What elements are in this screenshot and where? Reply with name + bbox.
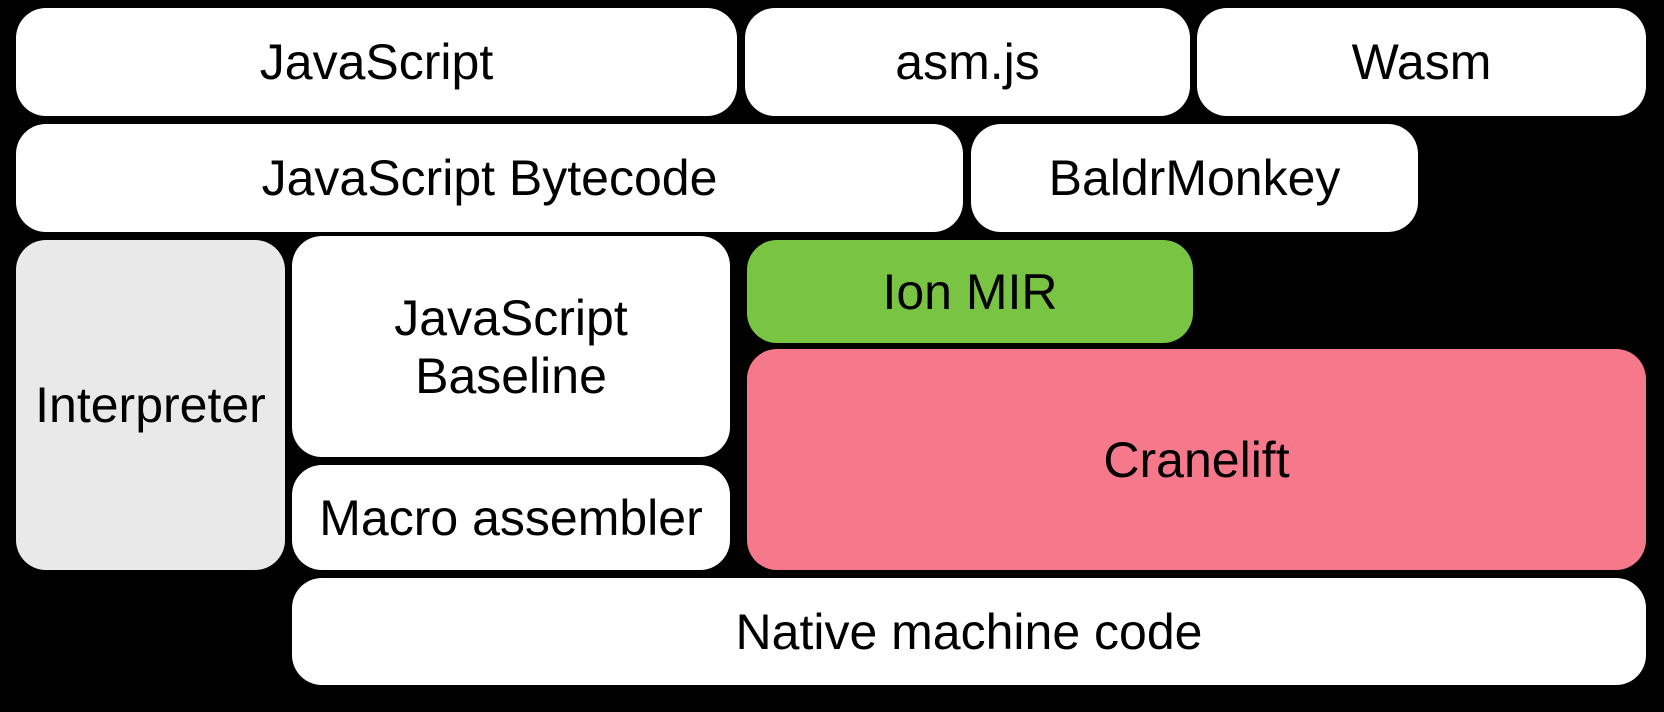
box-asm-js-label: asm.js (895, 34, 1040, 90)
box-cranelift: Cranelift (747, 349, 1646, 570)
box-interpreter: Interpreter (16, 240, 285, 570)
box-wasm-label: Wasm (1351, 34, 1492, 90)
box-javascript-bytecode: JavaScript Bytecode (16, 124, 963, 232)
box-javascript: JavaScript (16, 8, 737, 116)
box-javascript-baseline-line1: JavaScript (394, 289, 628, 346)
box-javascript-label: JavaScript (259, 34, 494, 90)
box-javascript-bytecode-label: JavaScript Bytecode (261, 150, 718, 206)
box-wasm: Wasm (1197, 8, 1646, 116)
box-ion-mir: Ion MIR (747, 240, 1193, 343)
box-javascript-baseline: JavaScript Baseline (292, 236, 730, 457)
box-asm-js: asm.js (745, 8, 1190, 116)
box-ion-mir-label: Ion MIR (882, 263, 1058, 320)
box-baldrmonkey-label: BaldrMonkey (1048, 150, 1341, 206)
box-cranelift-label: Cranelift (1103, 431, 1290, 488)
box-macro-assembler: Macro assembler (292, 465, 730, 570)
box-macro-assembler-label: Macro assembler (319, 489, 703, 546)
box-interpreter-label: Interpreter (35, 377, 266, 433)
box-baldrmonkey: BaldrMonkey (971, 124, 1418, 232)
box-native-machine-code: Native machine code (292, 578, 1646, 685)
box-javascript-baseline-line2: Baseline (415, 347, 607, 404)
box-native-machine-code-label: Native machine code (735, 603, 1203, 660)
